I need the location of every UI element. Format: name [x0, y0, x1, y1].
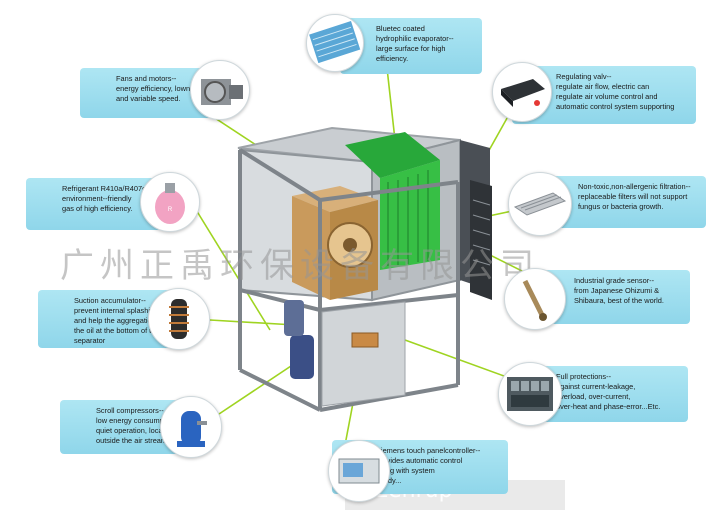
accumulator-thumb	[148, 288, 210, 350]
callout-filtration-text: Non-toxic,non-allergenic filtration-- re…	[578, 182, 691, 211]
sensor-thumb	[504, 268, 566, 330]
compressor-thumb	[160, 396, 222, 458]
callout-protections-text: Full protections-- against current-leaka…	[556, 372, 661, 411]
front-frame	[238, 148, 460, 412]
panel-thumb	[328, 440, 390, 502]
compressor	[284, 300, 314, 379]
lower-panel	[321, 301, 406, 407]
svg-text:R: R	[168, 207, 173, 213]
protections-thumb	[498, 362, 562, 426]
callout-evaporator-text: Bluetec coated hydrophilic evaporator-- …	[376, 24, 454, 63]
callout-valve-text: Regulating valv-- regulate air flow, ele…	[556, 72, 675, 111]
refrigerant-thumb: R	[140, 172, 200, 232]
callout-accumulator-text: Suction accumulator-- prevent internal s…	[74, 296, 164, 345]
filter-thumb	[508, 172, 572, 236]
callout-refrigerant-text: Refrigerant R410a/R407c-- environment--f…	[62, 184, 151, 213]
evaporator-thumb	[306, 14, 364, 72]
callout-fans-text: Fans and motors-- energy efficiency, low…	[116, 74, 204, 103]
company-watermark: 广州正禹环保设备有限公司	[60, 246, 540, 286]
callout-panel-text: Siemens touch panelcontroller-- provides…	[376, 446, 481, 485]
valve-thumb	[492, 62, 552, 122]
panel-handle	[351, 332, 379, 348]
damper-filter	[460, 140, 492, 300]
callout-sensor-text: Industrial grade sensor-- from Japanese …	[574, 276, 664, 305]
fan-motor-thumb	[190, 60, 250, 120]
